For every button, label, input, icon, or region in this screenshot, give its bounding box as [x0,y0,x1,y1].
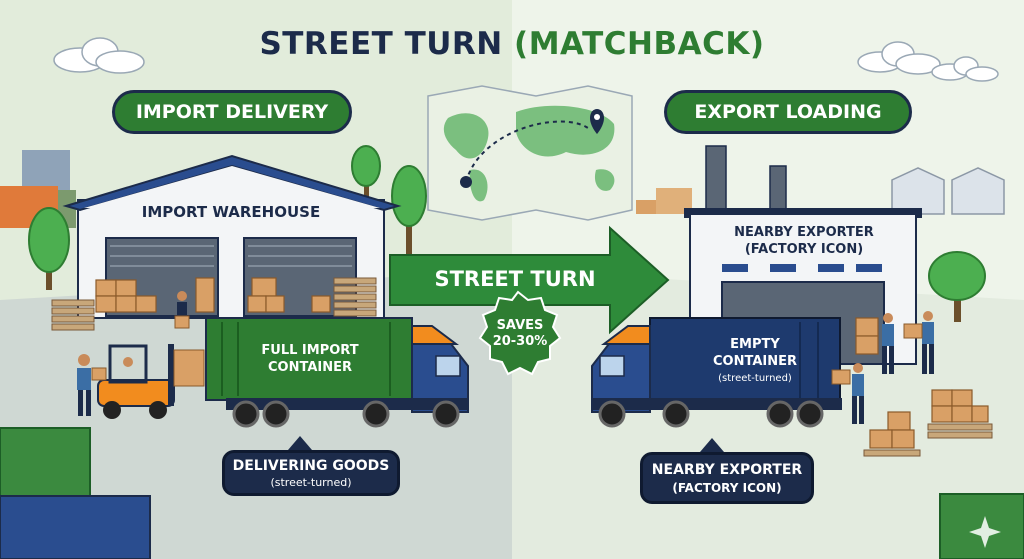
export-container-sub: (street-turned) [718,373,792,384]
export-container-line2: CONTAINER [713,354,797,369]
tree-icon [928,251,986,322]
truck-icon [205,317,469,428]
pallet-stack [863,423,993,457]
export-container-label: EMPTY CONTAINER (street-turned) [690,336,820,387]
world-map-icon [427,85,633,221]
import-callout-line1: DELIVERING GOODS [232,457,390,474]
savings-badge [478,290,562,376]
tree-icon [28,207,70,290]
import-callout: DELIVERING GOODS (street-turned) [222,450,400,496]
import-container-line2: CONTAINER [268,360,352,375]
callout-pointer [700,438,724,452]
export-callout: NEARBY EXPORTER (FACTORY ICON) [640,452,814,504]
exporter-label-line1: NEARBY EXPORTER [734,225,874,240]
export-loading-label: EXPORT LOADING [694,101,882,123]
savings-line2: 20-30% [492,334,548,349]
export-loading-pill: EXPORT LOADING [664,90,912,134]
savings-badge-label: SAVES 20-30% [484,318,556,350]
location-pin-icon [590,109,604,134]
forklift-icon [97,344,205,419]
stacked-containers-background [0,150,76,228]
warehouse-label: IMPORT WAREHOUSE [141,203,321,221]
tree-icon [391,165,427,258]
pallet-stack [51,277,377,331]
worker-icon [77,354,107,416]
import-delivery-pill: IMPORT DELIVERY [112,90,352,134]
import-callout-line2: (street-turned) [270,475,352,489]
street-turn-label: STREET TURN [434,267,596,291]
cloud-icon [931,56,999,82]
warehouse-icon [891,167,1005,215]
worker-icon [882,313,894,374]
import-container-label: FULL IMPORT CONTAINER [240,342,380,376]
tree-icon [351,145,381,198]
exporter-label-line2: (FACTORY ICON) [744,242,864,257]
export-callout-line2: (FACTORY ICON) [672,480,782,495]
sparkle-icon [969,516,1001,548]
box-icon [855,317,989,449]
cloud-icon [53,37,145,74]
exporter-label: NEARBY EXPORTER (FACTORY ICON) [696,224,912,258]
page-title: STREET TURN (MATCHBACK) [0,26,1024,62]
export-callout-line1: NEARBY EXPORTER [651,461,803,478]
container-stack-bottom-left [0,427,151,559]
street-turn-arrow [389,225,670,335]
box-icon [95,277,331,313]
import-delivery-label: IMPORT DELIVERY [135,101,329,123]
savings-line1: SAVES [496,318,544,333]
title-main: STREET TURN [259,26,503,62]
export-container-line1: EMPTY [730,337,780,352]
stacked-containers-background [636,188,692,214]
title-accent: (MATCHBACK) [514,26,765,62]
worker-icon [831,363,864,424]
import-container-line1: FULL IMPORT [261,343,359,358]
worker-icon [903,311,934,374]
callout-pointer [288,436,312,450]
truck-icon [591,317,842,428]
worker-icon [174,291,190,329]
cloud-icon [857,41,941,75]
